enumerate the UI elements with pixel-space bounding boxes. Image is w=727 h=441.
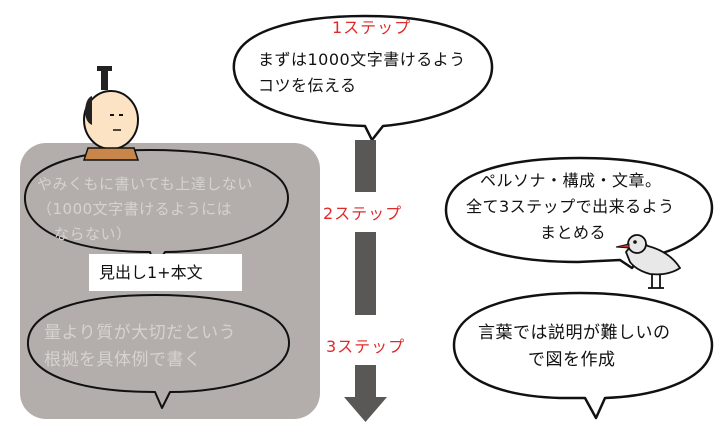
right-bubble1-line1: ペルソナ・構成・文章。	[480, 171, 662, 190]
flow-arrow	[344, 140, 387, 422]
left-bubble2-line1: 量より質が大切だという	[44, 323, 237, 343]
left-bubble1-line3: ならない）	[54, 225, 132, 243]
right-bubble2-line1: 言葉では説明が難しいの	[478, 323, 671, 343]
left-bubble1-line2: （1000文字書けるようには	[37, 200, 233, 218]
top-speech-bubble	[232, 14, 494, 142]
heading-label-box: 見出し1+本文	[89, 254, 242, 291]
left-bubble2-line2: 根拠を具体例で書く	[44, 350, 202, 370]
step3-label: 3ステップ	[326, 337, 406, 356]
right-bubble1-line3: まとめる	[540, 223, 607, 242]
right-bubble1-line2: 全て3ステップで出来るよう	[466, 197, 675, 216]
bird-character-icon	[615, 234, 682, 289]
left-bubble1-line1: やみくもに書いても上達しない	[37, 175, 253, 193]
top-bubble-line1: まずは1000文字書けるよう	[258, 50, 466, 69]
right-speech-bubble-2	[452, 291, 714, 420]
top-bubble-line2: コツを伝える	[258, 76, 357, 95]
step1-label: 1ステップ	[332, 18, 412, 37]
left-bubble-1	[23, 149, 289, 269]
right-bubble2-line2: で図を作成	[528, 350, 616, 370]
samurai-character-icon	[82, 66, 140, 161]
step2-label: 2ステップ	[323, 204, 403, 223]
left-bubble-2	[26, 294, 290, 409]
